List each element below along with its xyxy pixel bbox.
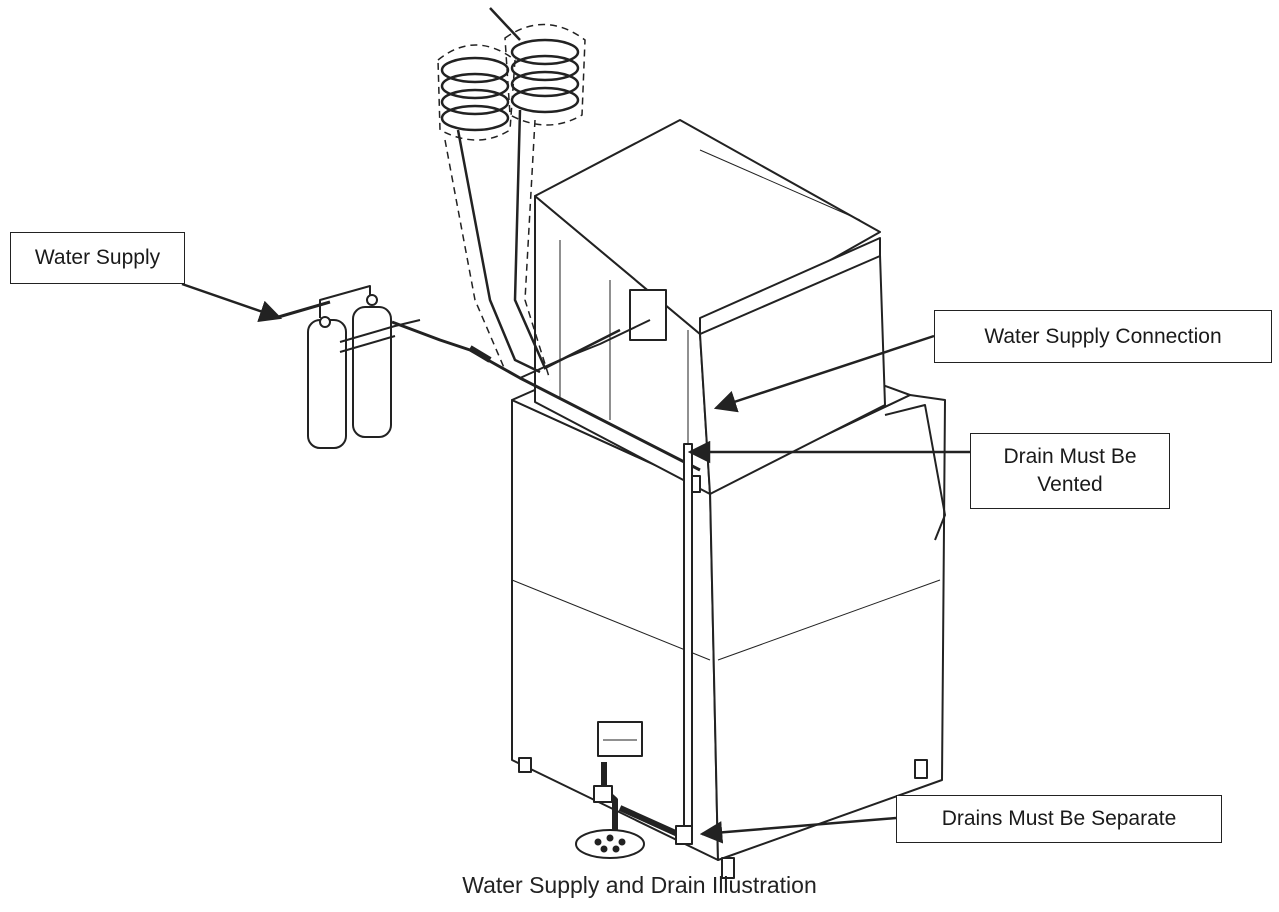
callout-drain-vented: Drain Must Be Vented <box>970 433 1170 509</box>
arrow-drains-separate <box>699 816 897 844</box>
callout-water-supply-text: Water Supply <box>34 246 161 269</box>
callout-drains-separate-text: Drains Must Be Separate <box>941 807 1177 830</box>
ice-machine-head <box>534 119 886 495</box>
callout-water-supply-connection: Water Supply Connection <box>934 310 1272 363</box>
callout-drain-vented-line1: Drain Must Be <box>1003 445 1137 468</box>
callout-drains-separate: Drains Must Be Separate <box>896 795 1222 843</box>
callout-drain-vented-line2: Vented <box>1037 473 1103 496</box>
water-filter-assembly <box>307 285 421 449</box>
callout-water-supply-connection-text: Water Supply Connection <box>984 324 1222 348</box>
coiled-hoses <box>437 7 621 381</box>
callout-arrows <box>181 282 970 844</box>
bin-legs <box>518 757 928 879</box>
figure-caption: Water Supply and Drain Illustration <box>462 872 817 898</box>
arrow-water-supply-connection <box>713 334 935 413</box>
callout-water-supply: Water Supply <box>10 232 185 284</box>
bin-drain-pipe <box>593 762 693 845</box>
arrow-water-supply <box>181 282 283 322</box>
floor-drain-grate <box>575 829 645 859</box>
